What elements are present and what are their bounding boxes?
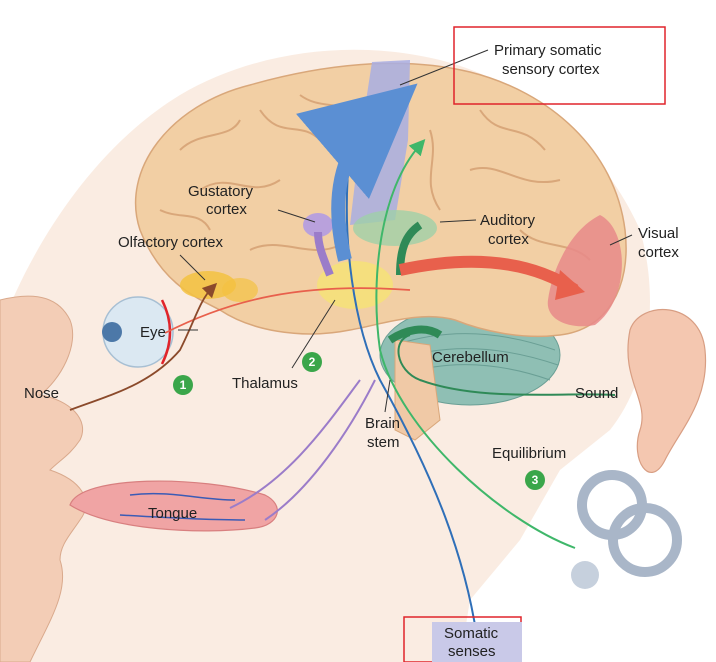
- auditory-cortex-region: [353, 210, 437, 246]
- label-primary-somatic-2: sensory cortex: [502, 61, 600, 78]
- cerebellum-arrow: [387, 325, 443, 344]
- equilibrium-pathway: [375, 139, 576, 549]
- step-badge-1: 1: [173, 375, 193, 395]
- label-auditory-2: cortex: [488, 231, 529, 248]
- label-brain-stem-1: Brain: [365, 415, 400, 432]
- inner-ear-shape: [577, 470, 682, 577]
- somatic-senses-label-bg: [432, 622, 522, 662]
- visual-cortex-region: [547, 215, 622, 327]
- label-auditory-1: Auditory: [480, 212, 536, 229]
- face-profile: [0, 295, 87, 662]
- gustatory-arrow: [314, 231, 334, 277]
- step-number-1: 1: [180, 378, 187, 392]
- somatic-arrow: [296, 83, 418, 262]
- leader-lines: [178, 49, 633, 413]
- optic-pathway: [164, 287, 411, 334]
- step-number-3: 3: [532, 473, 539, 487]
- brain-stem-shape: [394, 339, 441, 441]
- label-equilibrium: Equilibrium: [492, 445, 566, 462]
- visual-arrow: [398, 255, 579, 296]
- label-cerebellum: Cerebellum: [432, 349, 509, 366]
- label-somatic-2: senses: [448, 643, 496, 660]
- primary-somatic-highlight-box: [453, 26, 666, 105]
- step-number-2: 2: [309, 355, 316, 369]
- label-visual-1: Visual: [638, 225, 679, 242]
- gustatory-cortex-region: [303, 213, 333, 237]
- step-badge-3: 3: [525, 470, 545, 490]
- step-badge-2: 2: [302, 352, 322, 372]
- olfactory-pathway: [69, 282, 218, 411]
- label-thalamus: Thalamus: [232, 375, 298, 392]
- sound-pathway: [397, 334, 616, 396]
- label-tongue: Tongue: [148, 505, 197, 522]
- label-eye: Eye: [140, 324, 166, 341]
- label-primary-somatic-1: Primary somatic: [494, 42, 602, 59]
- gustatory-pathway: [229, 379, 376, 521]
- label-olfactory: Olfactory cortex: [118, 234, 224, 251]
- label-sound: Sound: [575, 385, 618, 402]
- label-visual-2: cortex: [638, 244, 679, 261]
- label-somatic-1: Somatic: [444, 625, 499, 642]
- thalamus-region: [317, 261, 393, 309]
- label-gustatory-1: Gustatory: [188, 183, 254, 200]
- label-brain-stem-2: stem: [367, 434, 400, 451]
- label-gustatory-2: cortex: [206, 201, 247, 218]
- somatic-pathway: [345, 149, 481, 662]
- label-nose: Nose: [24, 385, 59, 402]
- ear-shape: [627, 308, 707, 473]
